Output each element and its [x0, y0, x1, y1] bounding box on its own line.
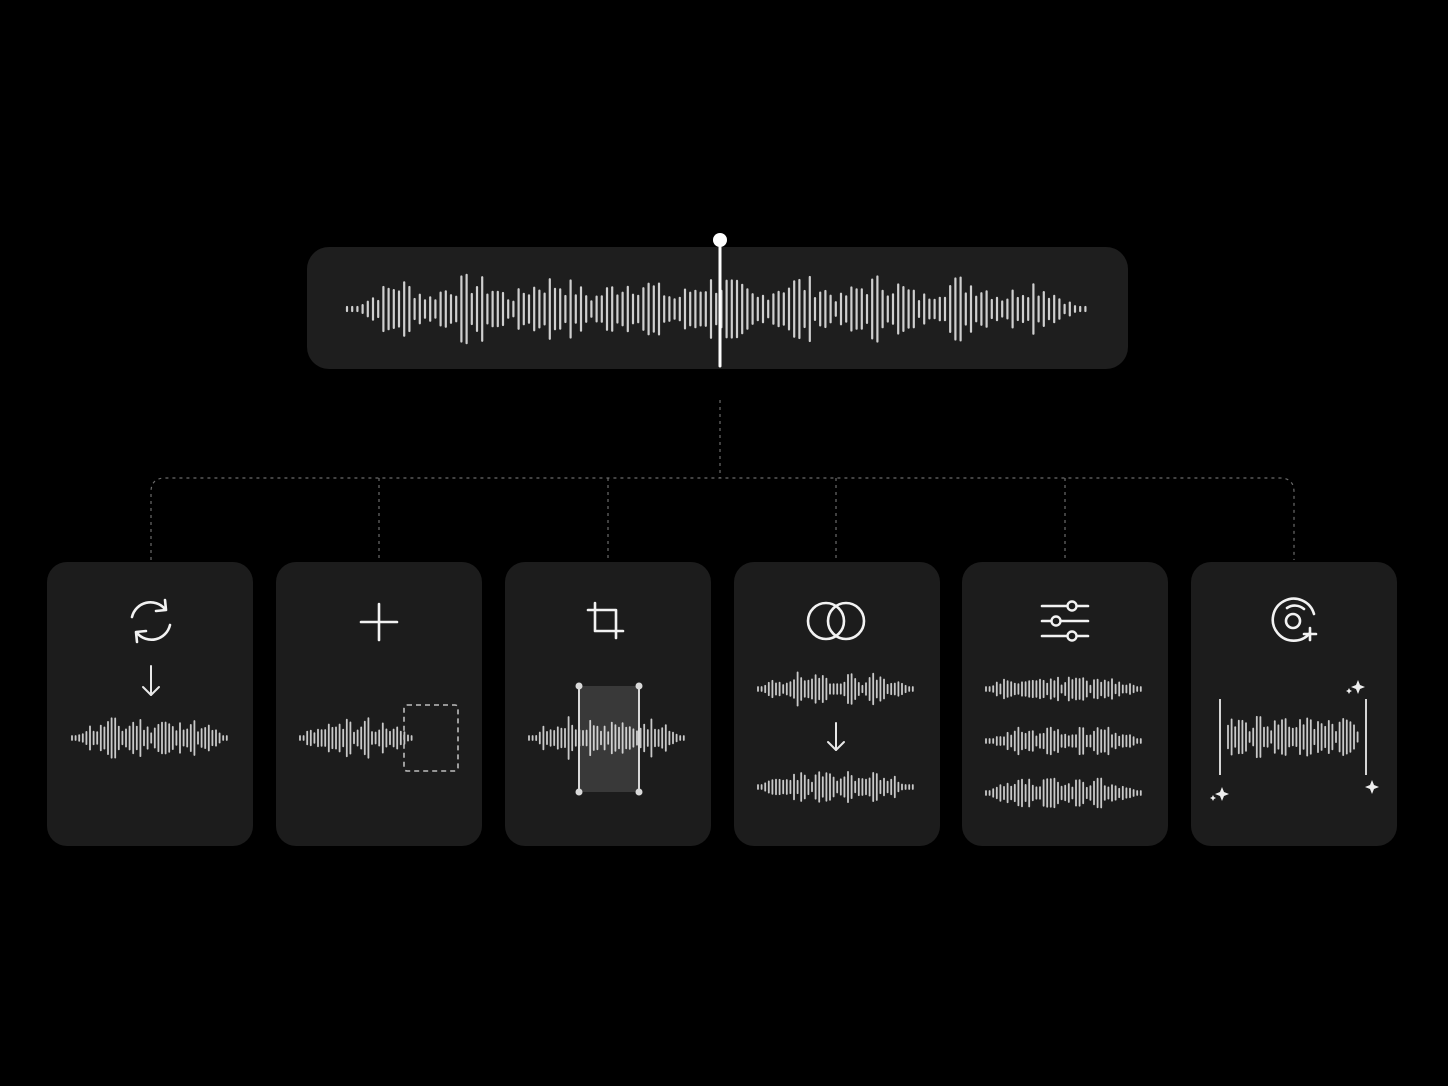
crop-icon [586, 601, 625, 640]
disc-plus-icon [1271, 597, 1318, 642]
crop-handle-icon[interactable] [635, 788, 643, 796]
overlap-circles-icon [806, 601, 866, 641]
plus-icon [359, 602, 399, 642]
stem-waveform-1 [985, 676, 1142, 702]
converted-waveform [71, 717, 228, 759]
enhanced-waveform [1227, 715, 1359, 759]
stem-waveform-2 [985, 726, 1142, 756]
down-arrow-icon [142, 665, 160, 696]
crop-handle-icon[interactable] [575, 788, 583, 796]
extension-placeholder [403, 704, 459, 772]
cropped-waveform [528, 716, 685, 760]
source-track[interactable] [307, 233, 1128, 369]
playhead-handle-icon[interactable] [713, 233, 727, 247]
card-crop[interactable] [505, 562, 711, 846]
merge-output-waveform [757, 771, 914, 803]
extended-waveform [299, 717, 413, 759]
sliders-icon [1040, 600, 1090, 642]
crop-handle-icon[interactable] [635, 682, 643, 690]
refresh-icon [130, 598, 172, 644]
stem-waveform-3 [985, 777, 1142, 809]
connector-lines [150, 400, 1295, 560]
card-merge[interactable] [734, 562, 940, 846]
down-arrow-icon [827, 722, 845, 751]
sparkle-icon [1210, 680, 1379, 801]
card-enhance[interactable] [1191, 562, 1397, 846]
card-convert[interactable] [47, 562, 253, 846]
playhead[interactable] [713, 233, 727, 368]
card-extend[interactable] [276, 562, 482, 846]
source-track-panel [307, 247, 1128, 369]
crop-handle-icon[interactable] [575, 682, 583, 690]
card-adjust[interactable] [962, 562, 1168, 846]
merge-input-waveform [757, 671, 914, 707]
crop-selection[interactable] [575, 682, 643, 796]
